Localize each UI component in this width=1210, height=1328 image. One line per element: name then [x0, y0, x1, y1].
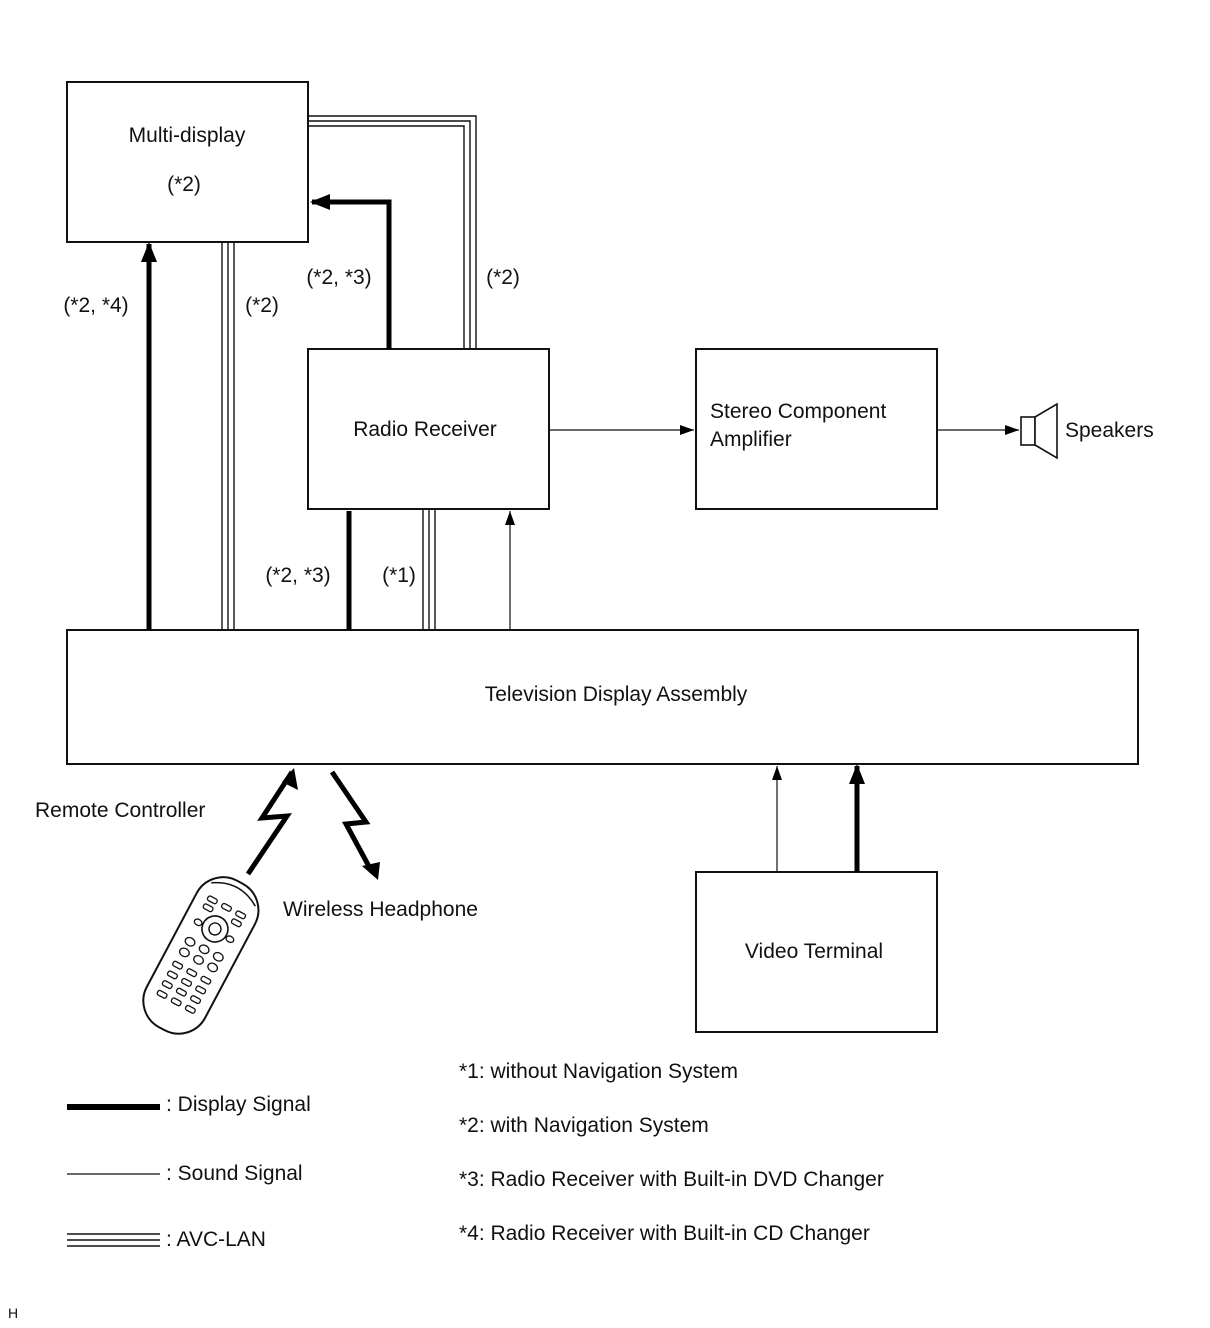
radio-avc-top-label: (*2): [486, 266, 520, 289]
legend: : Display Signal : Sound Signal : AVC-LA…: [67, 1093, 311, 1251]
multi-display-note: (*2): [167, 173, 201, 196]
tv-to-radio-display-label: (*2, *3): [265, 564, 330, 587]
footnote-3: *3: Radio Receiver with Built-in DVD Cha…: [459, 1168, 884, 1191]
tv-display-label: Television Display Assembly: [485, 683, 748, 706]
amplifier-block: Stereo Component Amplifier: [695, 348, 938, 510]
left-display-label: (*2, *4): [63, 294, 128, 317]
remote-controller-label: Remote Controller: [35, 799, 205, 822]
radio-multidisplay-avc-lan: [308, 115, 477, 349]
corner-mark: H: [8, 1305, 18, 1321]
multi-display-block: Multi-display (*2): [66, 81, 309, 243]
wireless-signal-in-icon: [245, 768, 298, 876]
legend-avc-lan: : AVC-LAN: [67, 1228, 266, 1251]
amplifier-label-line1: Stereo Component: [710, 400, 886, 423]
tv-radio-avc-lan: [422, 509, 436, 630]
radio-to-display-label: (*2, *3): [306, 266, 371, 289]
tv-display-block: Television Display Assembly: [66, 629, 1139, 765]
speaker-icon: [1020, 402, 1058, 460]
footnote-1: *1: without Navigation System: [459, 1060, 738, 1083]
video-terminal-label: Video Terminal: [745, 940, 883, 963]
legend-avc-label: : AVC-LAN: [166, 1228, 266, 1251]
legend-display-label: : Display Signal: [166, 1093, 311, 1116]
multi-display-label: Multi-display: [129, 124, 246, 147]
legend-display-signal: : Display Signal: [67, 1093, 311, 1116]
legend-sound-signal: : Sound Signal: [67, 1162, 303, 1185]
video-terminal-block: Video Terminal: [695, 871, 938, 1033]
footnote-2: *2: with Navigation System: [459, 1114, 709, 1137]
remote-controller-icon: [142, 876, 260, 1035]
radio-receiver-label: Radio Receiver: [353, 418, 497, 441]
wireless-signal-out-icon: [329, 770, 380, 880]
tv-to-radio-avc-label: (*1): [382, 564, 416, 587]
radio-receiver-block: Radio Receiver: [307, 348, 550, 510]
legend-sound-label: : Sound Signal: [166, 1162, 303, 1185]
radio-to-multidisplay-display-signal: [310, 194, 392, 349]
footnotes: *1: without Navigation System *2: with N…: [459, 1060, 884, 1245]
speakers-label: Speakers: [1065, 419, 1154, 442]
left-avc-label: (*2): [245, 294, 279, 317]
footnote-4: *4: Radio Receiver with Built-in CD Chan…: [459, 1222, 870, 1245]
wireless-headphone-label: Wireless Headphone: [283, 898, 478, 921]
tv-multidisplay-avc-lan: [221, 242, 235, 630]
amplifier-label-line2: Amplifier: [710, 428, 792, 451]
